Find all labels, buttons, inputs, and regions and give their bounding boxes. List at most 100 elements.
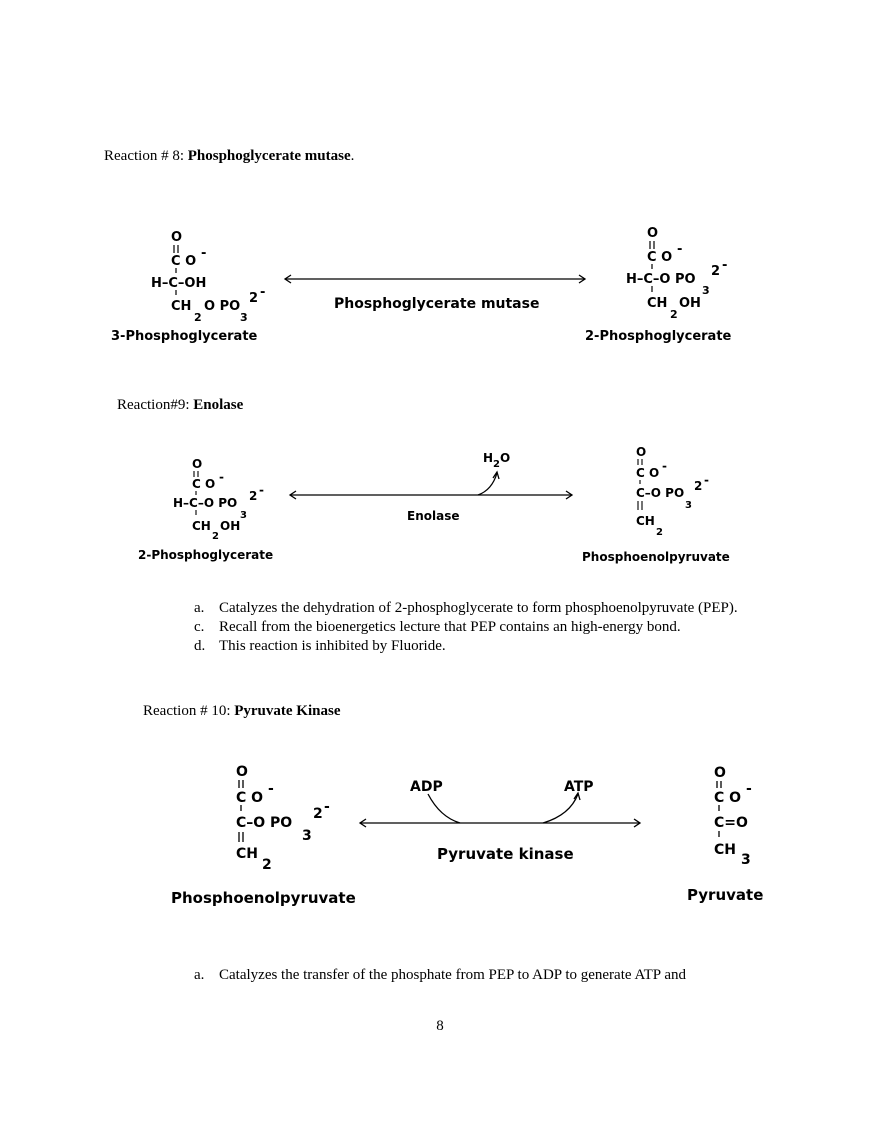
reaction-9-notes: a. Catalyzes the dehydration of 2-phosph… <box>194 599 777 656</box>
list-marker: a. <box>194 967 205 983</box>
reaction-10-arrow <box>358 791 642 828</box>
svg-text:OH: OH <box>679 296 701 311</box>
svg-text:C O: C O <box>192 477 215 491</box>
reaction-8-scheme: O C O - H–C–OH CH 2 O PO 3 2 - 3-Phospho… <box>111 226 732 344</box>
svg-text:C O: C O <box>236 790 263 806</box>
phosphoenolpyruvate-structure: O C O - C–O PO 2 - 3 CH 2 <box>636 445 709 538</box>
list-item-text: Catalyzes the dehydration of 2-phosphogl… <box>219 600 738 616</box>
svg-text:CH: CH <box>192 519 211 533</box>
svg-text:3: 3 <box>685 500 692 511</box>
reaction-10-prefix: Reaction # 10: <box>143 703 235 719</box>
svg-text:H–C–OH: H–C–OH <box>151 276 206 291</box>
reaction-8-suffix: . <box>350 148 355 164</box>
reaction-9-arrow <box>288 470 574 500</box>
reaction-10-enzyme-label: Pyruvate kinase <box>437 845 574 863</box>
svg-text:O: O <box>192 457 202 471</box>
svg-text:3: 3 <box>302 828 312 844</box>
reaction-10-product-label: Pyruvate <box>687 886 763 904</box>
reaction-9-prefix: Reaction#9: <box>117 397 194 413</box>
list-marker: d. <box>194 638 206 654</box>
reaction-8-substrate-label: 3-Phosphoglycerate <box>111 329 258 344</box>
reaction-8-prefix: Reaction # 8: <box>104 148 188 164</box>
svg-text:2: 2 <box>262 857 272 873</box>
reaction-10-cofactor-out: ATP <box>564 779 594 795</box>
svg-text:C=O: C=O <box>714 815 748 831</box>
list-item: a. Catalyzes the dehydration of 2-phosph… <box>194 599 777 618</box>
svg-text:CH: CH <box>647 296 667 311</box>
svg-text:C O: C O <box>171 254 196 269</box>
svg-text:2: 2 <box>656 527 663 538</box>
2-phosphoglycerate-structure: O C O - H–C–O PO 2 - 3 CH 2 OH <box>173 457 264 542</box>
svg-text:3: 3 <box>240 311 248 324</box>
reaction-9-product-label: Phosphoenolpyruvate <box>582 550 730 564</box>
reaction-9-enzyme-label: Enolase <box>407 509 459 523</box>
reaction-10-notes: a. Catalyzes the transfer of the phospha… <box>194 966 784 985</box>
reaction-10-substrate-label: Phosphoenolpyruvate <box>171 889 356 907</box>
pyruvate-structure: O C O - C=O CH 3 <box>714 765 752 868</box>
reaction-10-name: Pyruvate Kinase <box>234 703 341 719</box>
list-item: d. This reaction is inhibited by Fluorid… <box>194 637 777 656</box>
svg-text:-: - <box>722 258 727 273</box>
svg-text:CH: CH <box>171 299 191 314</box>
list-item: a. Catalyzes the transfer of the phospha… <box>194 966 784 985</box>
svg-text:O: O <box>714 765 726 781</box>
svg-text:-: - <box>219 470 224 484</box>
svg-text:-: - <box>260 285 265 300</box>
page-number: 8 <box>436 1018 444 1034</box>
svg-text:2: 2 <box>670 308 678 321</box>
svg-text:O: O <box>236 764 248 780</box>
svg-text:-: - <box>746 781 752 797</box>
svg-text:3: 3 <box>702 284 710 297</box>
2-phosphoglycerate-structure: O C O - H–C–O PO 2 - 3 CH 2 OH <box>626 226 727 321</box>
svg-text:C O: C O <box>636 466 659 480</box>
reaction-8-name: Phosphoglycerate mutase <box>187 148 351 164</box>
svg-text:O PO: O PO <box>204 299 240 314</box>
phosphoenolpyruvate-structure: O C O - C–O PO 2 - 3 CH 2 <box>236 764 330 873</box>
reaction-8-heading: Reaction # 8: Phosphoglycerate mutase. <box>104 147 354 165</box>
svg-text:2: 2 <box>694 479 702 493</box>
svg-text:2: 2 <box>711 264 720 279</box>
list-item: c. Recall from the bioenergetics lecture… <box>194 618 777 637</box>
svg-text:2: 2 <box>249 489 257 503</box>
svg-text:2: 2 <box>194 311 202 324</box>
reaction-10-scheme: O C O - C–O PO 2 - 3 CH 2 Phosphoenolpyr… <box>171 764 763 907</box>
svg-text:2: 2 <box>313 806 323 822</box>
svg-text:-: - <box>268 781 274 797</box>
svg-text:C O: C O <box>647 250 672 265</box>
svg-text:H–C–O PO: H–C–O PO <box>173 496 237 510</box>
svg-text:CH: CH <box>236 846 258 862</box>
svg-text:O: O <box>636 445 646 459</box>
svg-text:-: - <box>662 459 667 473</box>
list-item-text: Catalyzes the transfer of the phosphate … <box>219 967 686 983</box>
svg-text:-: - <box>324 799 330 815</box>
svg-text:3: 3 <box>741 852 751 868</box>
svg-text:-: - <box>677 242 682 257</box>
svg-text:CH: CH <box>714 842 736 858</box>
list-marker: a. <box>194 600 205 616</box>
svg-text:OH: OH <box>220 519 240 533</box>
reaction-9-heading: Reaction#9: Enolase <box>117 396 243 414</box>
svg-text:-: - <box>201 246 206 261</box>
svg-text:3: 3 <box>240 510 247 521</box>
reaction-9-scheme: O C O - H–C–O PO 2 - 3 CH 2 OH 2-Phospho… <box>138 445 730 564</box>
svg-text:C O: C O <box>714 790 741 806</box>
svg-text:-: - <box>704 473 709 487</box>
list-marker: c. <box>194 619 205 635</box>
reaction-10-cofactor-in: ADP <box>410 779 443 795</box>
reaction-10-heading: Reaction # 10: Pyruvate Kinase <box>143 702 340 720</box>
svg-text:-: - <box>259 483 264 497</box>
reaction-9-name: Enolase <box>193 397 244 413</box>
svg-text:H–C–O PO: H–C–O PO <box>626 272 696 287</box>
svg-text:CH: CH <box>636 514 655 528</box>
reaction-9-substrate-label: 2-Phosphoglycerate <box>138 548 273 562</box>
list-item-text: This reaction is inhibited by Fluoride. <box>219 638 446 654</box>
reaction-8-product-label: 2-Phosphoglycerate <box>585 329 732 344</box>
svg-text:O: O <box>647 226 658 241</box>
svg-text:C–O PO: C–O PO <box>636 486 684 500</box>
list-item-text: Recall from the bioenergetics lecture th… <box>219 619 681 635</box>
svg-text:2: 2 <box>212 531 219 542</box>
3-phosphoglycerate-structure: O C O - H–C–OH CH 2 O PO 3 2 - <box>151 230 265 324</box>
reaction-8-arrow <box>283 274 587 284</box>
svg-text:O: O <box>171 230 182 245</box>
svg-text:2: 2 <box>249 291 258 306</box>
